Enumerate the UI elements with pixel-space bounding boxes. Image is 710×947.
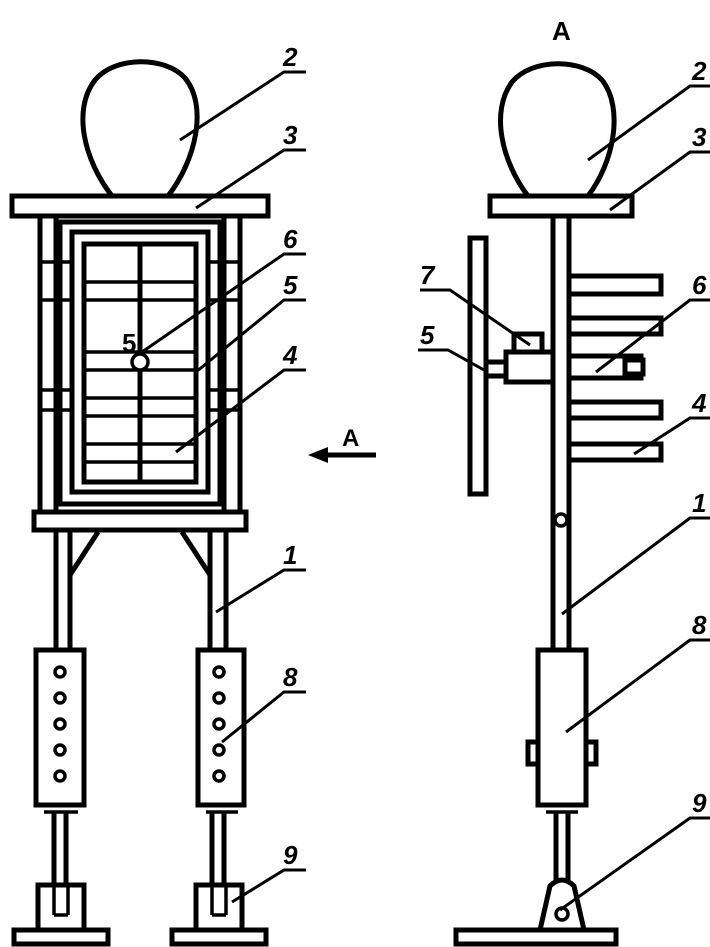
side-lower-leg: [553, 812, 571, 886]
front-legs: [53, 530, 229, 650]
side-view-letter: A: [552, 16, 571, 46]
front-lower-legs: [51, 812, 227, 885]
front-label-foot: 9: [283, 840, 298, 870]
side-head: [498, 61, 617, 199]
front-label-leg: 1: [283, 540, 297, 570]
side-label-head: 2: [691, 56, 707, 86]
side-label-part-4: 4: [691, 388, 707, 418]
front-label-leg-sleeve: 8: [283, 662, 298, 692]
front-shoulder-bar: [9, 193, 271, 219]
side-shoulder-bar: [487, 193, 635, 219]
side-label-foot: 9: [692, 788, 707, 818]
front-label-head: 2: [282, 42, 298, 72]
front-torso-frame: [37, 213, 243, 515]
side-part-5-connector: [483, 349, 556, 385]
front-view: 5: [9, 42, 306, 947]
front-plate-code: 5: [122, 328, 136, 358]
front-hip-bar: [31, 509, 249, 533]
side-back-bars: [566, 273, 664, 463]
front-leg-sleeves: [33, 647, 247, 814]
front-feet: [11, 882, 269, 947]
side-label-part-5: 5: [420, 320, 435, 350]
side-label-part-6: 6: [692, 270, 707, 300]
front-leader-lines: [141, 70, 306, 904]
view-direction-arrow: [308, 447, 376, 463]
view-arrow-label: A: [342, 425, 359, 452]
side-label-shoulder-bar: 3: [692, 122, 707, 152]
side-label-leg: 1: [692, 488, 706, 518]
front-label-shoulder-bar: 3: [283, 120, 298, 150]
front-label-part-5: 5: [283, 270, 298, 300]
front-head: [80, 59, 200, 199]
side-label-part-7: 7: [420, 260, 436, 290]
front-label-part-4: 4: [282, 340, 298, 370]
front-label-part-6: 6: [283, 224, 298, 254]
side-leader-lines: [418, 84, 710, 912]
side-foot: [453, 877, 619, 947]
side-view: 2 3 7 5 6 4 1 8 9: [418, 56, 710, 947]
side-label-leg-sleeve: 8: [692, 610, 707, 640]
side-leg-sleeve: [525, 647, 599, 814]
